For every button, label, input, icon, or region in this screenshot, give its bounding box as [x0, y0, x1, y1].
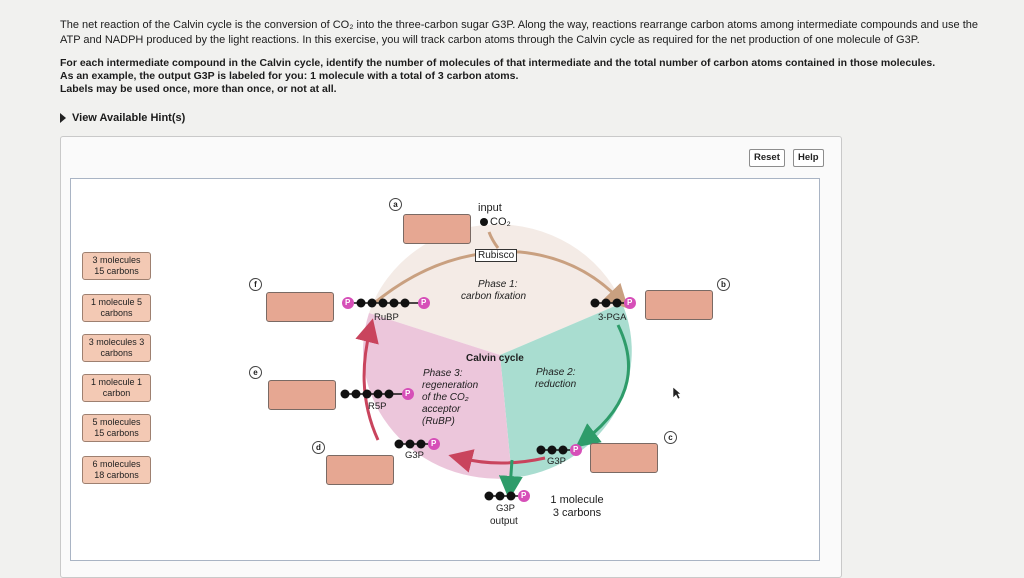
phase3-line1: regeneration — [422, 380, 479, 391]
phase3-line2: of the CO₂ — [422, 392, 469, 403]
label-chip-4[interactable]: 1 molecule 1 carbon — [82, 374, 151, 402]
expand-triangle-icon — [60, 113, 66, 123]
chip-line: carbon — [102, 388, 131, 398]
example-answer-label: 1 molecule 3 carbons — [547, 494, 607, 520]
drop-target-a[interactable] — [403, 214, 471, 244]
target-badge-c: c — [664, 431, 677, 444]
phase2-arrow — [575, 324, 631, 448]
output-arrow — [498, 459, 523, 500]
input-label: input — [478, 202, 502, 214]
phase3-wedge — [363, 313, 512, 479]
phase3-title: Phase 3: — [423, 368, 463, 379]
reduction-to-g3p-arrow — [448, 449, 546, 473]
rubp-label: RuBP — [374, 312, 399, 323]
phosphate-label: P — [627, 298, 633, 307]
rubisco-label: Rubisco — [475, 249, 518, 262]
g3p-output-label: G3P — [496, 503, 516, 514]
view-hints-link[interactable]: View Available Hint(s) — [60, 112, 185, 124]
target-badge-f: f — [249, 278, 262, 291]
hint-label: View Available Hint(s) — [72, 112, 186, 124]
chip-line: 18 carbons — [94, 470, 139, 480]
label-chip-5[interactable]: 5 molecules 15 carbons — [82, 414, 151, 442]
instructions: For each intermediate compound in the Ca… — [60, 57, 1010, 96]
phase1-arrow — [371, 250, 629, 309]
mouse-cursor-icon — [672, 386, 682, 400]
chip-line: 15 carbons — [94, 428, 139, 438]
co2-molecule: CO₂ — [480, 216, 511, 228]
r5p-molecule — [340, 388, 414, 400]
cycle-center-label: Calvin cycle — [466, 353, 524, 364]
phase3-line4: (RuBP) — [422, 416, 455, 427]
g3p-output-molecule — [484, 490, 530, 502]
chip-line: 3 molecules — [92, 255, 141, 265]
instruction-line-2: As an example, the output G3P is labeled… — [60, 70, 519, 82]
label-chip-3[interactable]: 3 molecules 3 carbons — [82, 334, 151, 362]
drop-target-c[interactable] — [590, 443, 658, 473]
phase3-line3: acceptor — [422, 404, 461, 415]
example-line: 1 molecule — [550, 494, 604, 506]
r5p-label: R5P — [368, 401, 387, 412]
label-chip-6[interactable]: 6 molecules 18 carbons — [82, 456, 151, 484]
co2-label: CO₂ — [490, 216, 511, 228]
phosphate-label: P — [405, 389, 411, 398]
g3p-right-label: G3P — [547, 456, 567, 467]
help-button[interactable]: Help — [793, 149, 824, 167]
target-badge-b: b — [717, 278, 730, 291]
chip-line: 1 molecule 1 — [90, 377, 143, 387]
g3p-right-molecule — [536, 444, 582, 456]
instruction-line-3: Labels may be used once, more than once,… — [60, 83, 337, 95]
g3p-left-label: G3P — [405, 450, 425, 461]
label-chip-2[interactable]: 1 molecule 5 carbons — [82, 294, 151, 322]
molecule-layer — [340, 297, 636, 502]
drop-target-f[interactable] — [266, 292, 334, 322]
phase3-arrow — [355, 318, 380, 441]
phase2-sub: reduction — [535, 379, 577, 390]
phosphate-label: P — [431, 439, 437, 448]
rubp-molecule — [342, 297, 430, 309]
phosphate-label: P — [573, 445, 579, 454]
target-badge-e: e — [249, 366, 262, 379]
calvin-cycle-diagram — [355, 224, 632, 500]
reset-button[interactable]: Reset — [749, 149, 785, 167]
output-label: output — [490, 516, 518, 527]
chip-line: 5 molecules — [92, 417, 141, 427]
pga-molecule — [590, 297, 636, 309]
phase2-title: Phase 2: — [536, 367, 576, 378]
phosphate-label: P — [345, 298, 351, 307]
co2-input-arrow — [487, 231, 500, 249]
chip-line: 3 molecules 3 — [88, 337, 145, 347]
carbon-dot-icon — [480, 218, 488, 227]
chip-line: 15 carbons — [94, 266, 139, 276]
phase1-wedge — [369, 224, 622, 355]
intro-text: The net reaction of the Calvin cycle is … — [60, 19, 978, 46]
instruction-line-1: For each intermediate compound in the Ca… — [60, 57, 936, 69]
chip-line: carbons — [100, 308, 133, 318]
target-badge-a: a — [389, 198, 402, 211]
drop-target-d[interactable] — [326, 455, 394, 485]
pga-label: 3-PGA — [598, 312, 627, 323]
drop-target-b[interactable] — [645, 290, 713, 320]
chip-line: carbons — [100, 348, 133, 358]
drop-target-e[interactable] — [268, 380, 336, 410]
chip-line: 6 molecules — [92, 459, 141, 469]
phase1-sub: carbon fixation — [461, 291, 527, 302]
phosphate-label: P — [521, 491, 527, 500]
phosphate-label: P — [421, 298, 427, 307]
label-chip-1[interactable]: 3 molecules 15 carbons — [82, 252, 151, 280]
target-badge-d: d — [312, 441, 325, 454]
chip-line: 1 molecule 5 — [90, 297, 143, 307]
phase1-title: Phase 1: — [478, 279, 518, 290]
example-line: 3 carbons — [552, 507, 602, 519]
g3p-left-molecule — [394, 438, 440, 450]
